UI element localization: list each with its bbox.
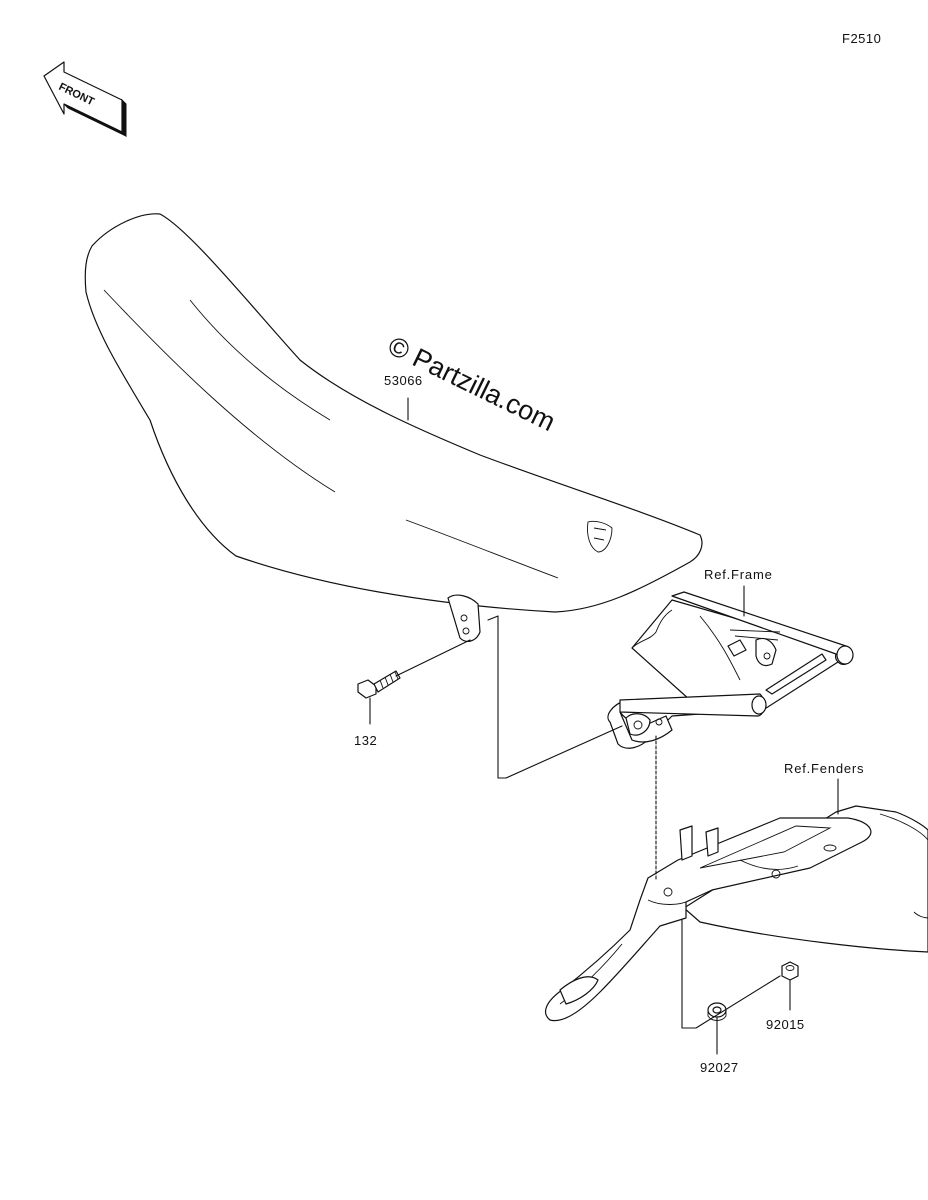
part-number-132[interactable]: 132: [354, 733, 377, 748]
collar-illustration: [707, 1002, 727, 1021]
figure-code: F2510: [842, 31, 881, 46]
nut-illustration: [781, 961, 799, 981]
part-number-53066[interactable]: 53066: [384, 373, 423, 388]
part-number-92015[interactable]: 92015: [766, 1017, 805, 1032]
leader-lines: [369, 397, 839, 1055]
fender-illustration: [545, 805, 928, 1022]
bolt-illustration: [357, 670, 401, 699]
part-number-92027[interactable]: 92027: [700, 1060, 739, 1075]
front-arrow-icon: FRONT: [43, 61, 127, 138]
ref-frame-label[interactable]: Ref.Frame: [704, 567, 773, 582]
ref-fenders-label[interactable]: Ref.Fenders: [784, 761, 864, 776]
seat-illustration: [84, 213, 703, 642]
frame-illustration: [607, 591, 854, 749]
